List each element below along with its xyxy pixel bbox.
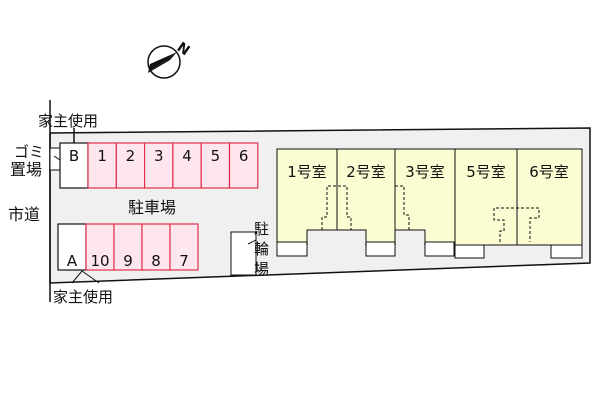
garbage-label-line1: ゴミ [14,143,44,161]
parking-space-label: 4 [182,147,192,165]
bicycle-parking-area [230,231,257,276]
unit-label: 1号室 [287,163,327,181]
owner-space-a [57,223,87,271]
parking-lot-label: 駐車場 [128,198,176,217]
unit-label: 2号室 [346,163,386,181]
parking-space [169,223,199,271]
north-arrow-icon: N [147,39,193,79]
balcony [454,244,485,259]
unit-3 [394,148,456,243]
parking-space-label: 7 [179,252,189,270]
balcony [424,241,455,257]
stairs-dashed [321,185,540,242]
parking-space-label: 6 [239,147,249,165]
parking-space-label: 5 [211,147,221,165]
unit-5 [454,148,518,246]
unit-label: 5号室 [466,163,506,181]
bicycle-leader [247,239,257,245]
parking-space-label: 2 [126,147,136,165]
parking-space-label: 3 [154,147,164,165]
city-road-label: 市道 [8,205,40,224]
building: 1号室 2号室 3号室 5号室 6号室 [276,148,583,259]
unit-2 [336,148,396,243]
owner-space-b [59,142,89,189]
unit-6 [516,148,583,246]
owner-leader-bottom [71,270,100,284]
parking-space-label: B [69,147,79,165]
parking-space [144,142,174,189]
parking-space-label: 8 [151,252,161,270]
parking-space [85,223,115,271]
parking-space [200,142,231,189]
parking-space [228,142,259,189]
unit-label: 3号室 [405,163,445,181]
bicycle-label-2: 輪 [254,240,269,258]
bicycle-label-3: 場 [254,260,269,278]
parking-space-label: 9 [123,252,133,270]
bicycle-label-1: 駐 [254,220,269,238]
garbage-leader [53,155,61,161]
parking-space-label: A [67,252,78,270]
parking-space-label: 10 [90,252,109,270]
balcony [365,241,396,257]
garbage-label-line2: 置場 [10,160,42,179]
parking-space-label: 1 [97,147,107,165]
owner-use-top-label: 家主使用 [38,112,98,130]
parking-space [141,223,171,271]
unit-1 [276,148,338,243]
parking-space [115,142,146,189]
unit-label: 6号室 [529,163,569,181]
balcony [550,244,583,259]
owner-use-bottom-label: 家主使用 [53,288,113,306]
parking-space [172,142,202,189]
balcony [276,241,308,257]
